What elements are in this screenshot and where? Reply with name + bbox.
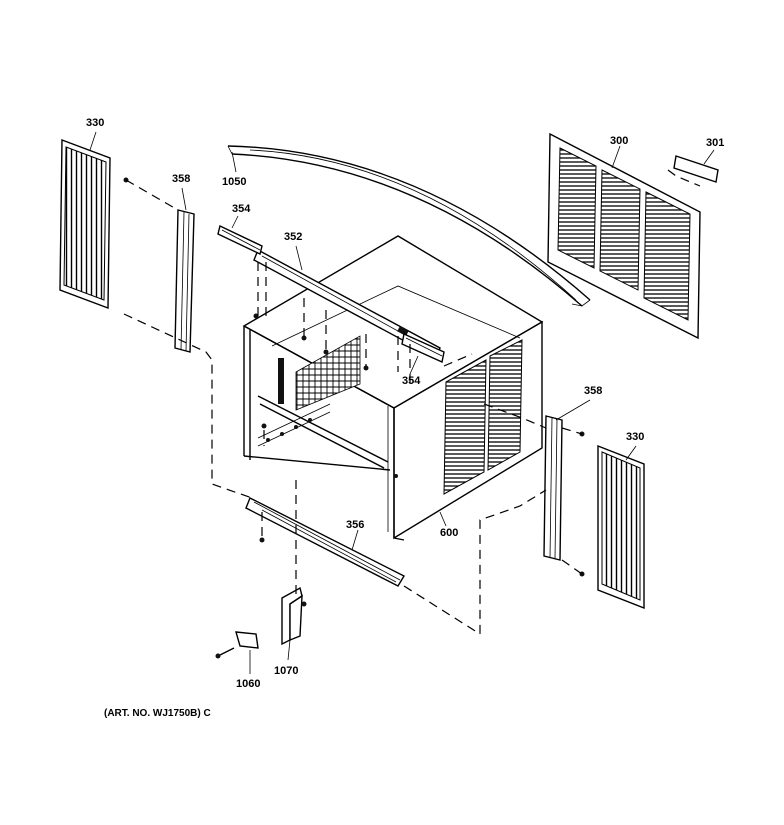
label-track-left: 354 — [232, 203, 251, 215]
front-grille — [547, 132, 701, 340]
art-number-caption: (ART. NO. WJ1750B) C — [104, 708, 211, 719]
part-labels: 330 358 354 352 1050 300 301 354 358 330… — [86, 117, 724, 690]
label-bottom-rail: 356 — [346, 519, 364, 531]
screw-clip — [215, 631, 259, 659]
cabinet-shell — [242, 235, 544, 541]
label-side-rail-left: 358 — [172, 173, 190, 185]
right-side-rail — [543, 415, 563, 561]
label-grille-left: 330 — [86, 117, 104, 129]
label-grille-right: 330 — [626, 431, 644, 443]
label-bracket: 1070 — [274, 665, 298, 677]
label-front-grille: 300 — [610, 135, 628, 147]
label-cabinet: 600 — [440, 527, 458, 539]
label-side-rail-right: 358 — [584, 385, 602, 397]
bottom-rail — [245, 497, 405, 587]
label-track-right: 354 — [402, 375, 421, 387]
nameplate-tag — [673, 155, 719, 183]
assembly-guide-lines — [123, 169, 701, 636]
left-side-rail — [174, 209, 195, 353]
label-top-strip: 1050 — [222, 176, 246, 188]
left-side-grille — [59, 138, 111, 310]
mounting-bracket — [281, 586, 303, 646]
leader-lines — [89, 131, 715, 674]
right-side-grille — [597, 444, 645, 610]
label-top-rail: 352 — [284, 231, 302, 243]
label-tag: 301 — [706, 137, 724, 149]
label-screw-clip: 1060 — [236, 678, 260, 690]
top-arched-strip — [227, 145, 591, 307]
left-track — [217, 225, 263, 255]
right-track — [401, 333, 445, 363]
